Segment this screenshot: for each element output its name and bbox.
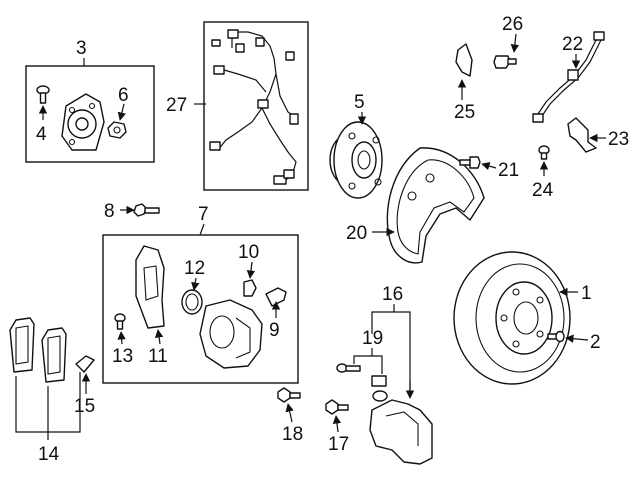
callout-10: 10 [238,242,259,263]
callout-2: 2 [590,332,601,353]
wiring-harness-part [209,29,299,185]
caliper-piston-part [135,245,165,329]
bleeder-valve-part [243,279,257,297]
brake-pads-part [9,317,67,383]
callout-16: 16 [382,284,403,305]
shield-bolt-part [459,156,481,169]
callout-labels: 1 2 3 4 5 6 7 8 9 10 11 12 13 14 15 16 1… [36,14,629,465]
guide-pin-bolt-part [336,363,361,373]
caliper-sensor-part [265,287,287,307]
callout-6: 6 [118,85,129,106]
callout-19: 19 [362,328,383,349]
harness-group-box [203,21,309,191]
hub-bolt-part [36,85,50,104]
callout-27: 27 [166,95,187,116]
callout-17: 17 [328,434,349,455]
callout-20: 20 [346,223,367,244]
callout-14: 14 [38,444,60,465]
caliper-housing-part [199,299,263,369]
callout-25: 25 [454,102,475,123]
hose-clip-part [455,43,473,77]
callout-7: 7 [198,204,209,225]
wheel-hub-part [329,121,383,199]
callout-15: 15 [74,396,95,417]
leader-lines [15,33,606,440]
callout-1: 1 [581,283,592,304]
callout-11: 11 [148,346,168,367]
bracket-bolt-part [538,145,550,160]
guide-bolt-part [133,203,160,217]
callout-22: 22 [562,34,583,55]
rotor-screw-part [547,330,565,343]
callout-9: 9 [269,320,280,341]
callout-18: 18 [282,424,303,445]
callout-26: 26 [502,14,523,35]
callout-21: 21 [498,160,519,181]
brake-rotor-part [453,251,571,385]
callout-5: 5 [354,92,365,113]
bracket-bolt-17-part [325,399,349,415]
pad-clip-part [75,355,95,373]
hub-nut-part [107,121,127,139]
hub-bearing-part [61,93,105,151]
caliper-bolt-part [114,313,126,330]
callout-13: 13 [112,346,133,367]
callout-24: 24 [532,180,554,201]
callout-23: 23 [608,129,629,150]
guide-bushing-part [371,375,388,402]
caliper-seal-part [181,289,203,315]
hose-bracket-part [567,117,597,153]
callout-4: 4 [36,124,47,145]
brake-hose-part [532,31,605,123]
callout-8: 8 [104,201,115,222]
hub-group-box [25,65,155,163]
callout-12: 12 [184,258,205,279]
clip-bolt-part [493,55,517,69]
callout-3: 3 [76,38,87,59]
caliper-bracket-part [369,399,433,465]
bracket-bolt-18-part [277,387,301,403]
splash-shield-part [386,147,485,264]
